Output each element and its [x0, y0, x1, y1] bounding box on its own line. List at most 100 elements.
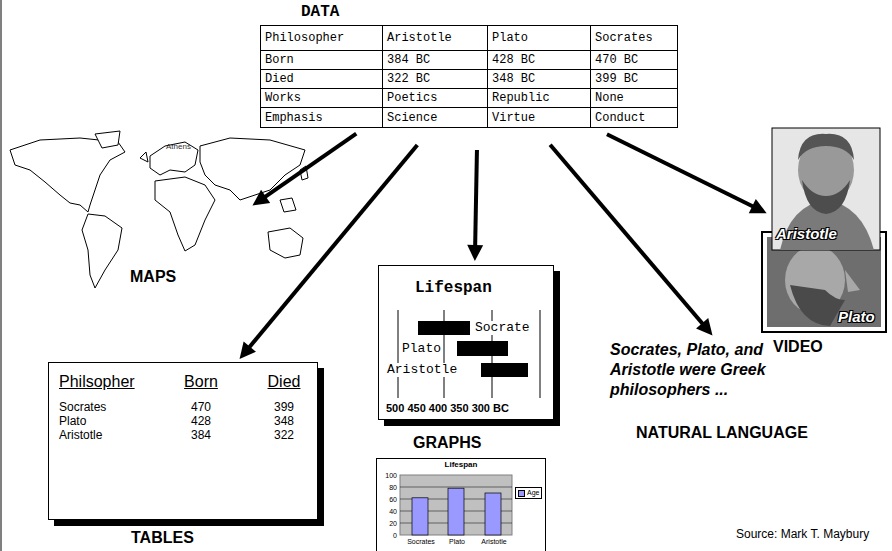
table-cell-text: Socrates: [59, 401, 106, 414]
grid-line: [540, 310, 541, 398]
bar-chart-panel: Lifespan100806040200SocratesPlatoAristot…: [376, 458, 546, 551]
legend-box: Age: [515, 487, 542, 499]
gantt-bar: [481, 363, 528, 377]
nose: [845, 270, 860, 292]
cell-text: Born: [265, 53, 294, 67]
legend-swatch: [518, 490, 525, 497]
table-cell: Aristotle: [383, 26, 488, 51]
section-label: TABLES: [131, 529, 194, 547]
cell-text: Science: [387, 111, 437, 125]
cell-text: Philosopher: [265, 31, 344, 45]
continent: [95, 131, 120, 148]
category-label: Aristotle: [476, 538, 512, 546]
table-cell: None: [591, 89, 677, 108]
grid-line: [398, 310, 399, 398]
category-label: Socrates: [403, 538, 439, 546]
table-cell: Died: [261, 70, 383, 89]
continent: [268, 228, 303, 258]
frame-line: [1, 0, 2, 551]
cell-text: Plato: [492, 31, 528, 45]
table-cell: 384 BC: [383, 51, 488, 70]
axis-tick: 60: [381, 496, 397, 504]
section-label: MAPS: [130, 268, 176, 286]
cell-text: 470 BC: [595, 53, 638, 67]
axis-label: 500 450 400 350 300 BC: [386, 402, 509, 414]
grid-line: [400, 487, 512, 488]
chart-title: Lifespan: [415, 280, 492, 298]
bar-label: Plato: [401, 342, 442, 356]
connector-line: [607, 134, 754, 207]
gantt-bar: [457, 341, 508, 356]
table-cell: Conduct: [591, 108, 677, 127]
bar: [448, 488, 464, 535]
gantt-bar: [418, 321, 470, 335]
image-caption: Plato: [838, 309, 875, 326]
bar-label: Socrate: [474, 321, 531, 335]
plot-area: [400, 475, 512, 535]
cell-text: Poetics: [387, 91, 437, 105]
image-caption: Aristotle: [776, 226, 837, 243]
table-cell-text: 384: [171, 429, 231, 442]
hair: [798, 134, 854, 160]
continent: [155, 177, 215, 251]
portrait-image: Aristotle: [772, 128, 880, 250]
continent: [10, 138, 125, 212]
continent: [150, 142, 198, 175]
photo: [772, 128, 880, 250]
table-cell: 348 BC: [488, 70, 591, 89]
table-cell: Born: [261, 51, 383, 70]
table-cell: Emphasis: [261, 108, 383, 127]
arrow-head: [252, 190, 270, 206]
axis-tick: 80: [381, 484, 397, 492]
section-label: GRAPHS: [413, 434, 481, 452]
table-cell: Philosopher: [261, 26, 383, 51]
table-cell-text: Aristotle: [59, 429, 102, 442]
continent: [82, 214, 122, 288]
cell-text: Socrates: [595, 31, 653, 45]
axis-tick: 100: [381, 472, 397, 480]
table-cell: Science: [383, 108, 488, 127]
cell-text: 399 BC: [595, 72, 638, 86]
bar: [412, 498, 428, 535]
island: [280, 198, 296, 212]
axis-tick: 0: [381, 532, 397, 540]
connector-line: [475, 150, 477, 247]
axis-tick: 20: [381, 520, 397, 528]
table-cell-text: 348: [254, 415, 314, 428]
table-cell: Virtue: [488, 108, 591, 127]
cell-text: Died: [265, 72, 294, 86]
table-cell: Poetics: [383, 89, 488, 108]
cell-text: 384 BC: [387, 53, 430, 67]
cell-text: 322 BC: [387, 72, 430, 86]
table-cell: Republic: [488, 89, 591, 108]
place-name: Athens: [166, 143, 191, 151]
table-cell-text: 470: [171, 401, 231, 414]
connector-arrow: [252, 134, 356, 206]
legend-text: Age: [527, 489, 539, 497]
cell-text: Conduct: [595, 111, 645, 125]
cell-text: 428 BC: [492, 53, 535, 67]
natural-language-block: Socrates, Plato, and Aristotle were Gree…: [606, 340, 836, 442]
table-cell-text: Plato: [59, 415, 86, 428]
island: [140, 152, 148, 162]
data-table: DATAPhilosopherAristotlePlatoSocratesBor…: [260, 25, 678, 128]
section-label: VIDEO: [773, 338, 823, 356]
lifespan-gantt: [398, 310, 540, 398]
table-cell: 428 BC: [488, 51, 591, 70]
portrait-image: Plato: [762, 232, 886, 332]
cell-text: None: [595, 91, 624, 105]
connector-arrow: [467, 150, 483, 261]
map-region: MAPS: [4, 132, 250, 292]
category-label: Plato: [439, 538, 475, 546]
world-map: [10, 131, 308, 288]
diagram-title: DATA: [301, 4, 339, 22]
table-cell: 470 BC: [591, 51, 677, 70]
table-cell-text: 322: [254, 429, 314, 442]
column-header: Born: [171, 373, 231, 391]
bar-label: Aristotle: [386, 363, 458, 377]
bar-chart: [400, 475, 512, 535]
column-header: Philsopher: [59, 373, 135, 391]
source-note: Source: Mark T. Maybury: [736, 528, 869, 541]
connector-arrow: [240, 145, 418, 359]
table-cell: Socrates: [591, 26, 677, 51]
